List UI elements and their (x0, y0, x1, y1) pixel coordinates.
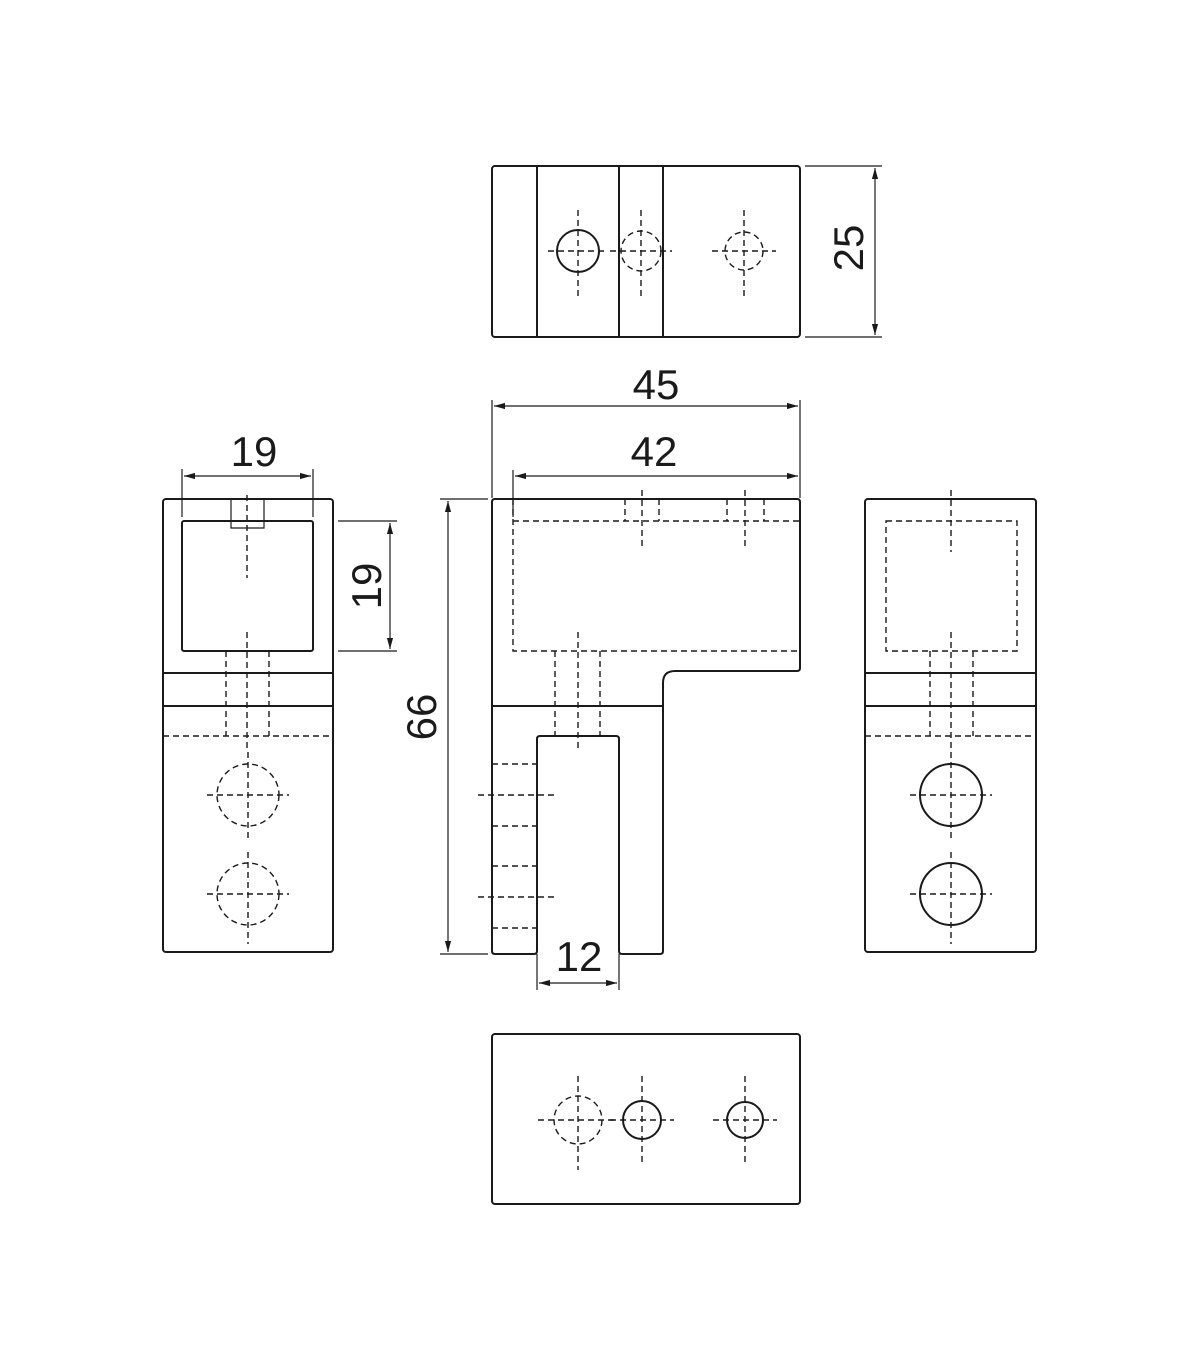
label-side-height: 19 (343, 563, 390, 610)
dimension-overall-height: 66 (398, 498, 488, 955)
dimension-top-height: 25 (805, 165, 882, 338)
bottom-view (491, 1033, 801, 1205)
label-side-width: 19 (231, 428, 278, 475)
label-top-height: 25 (825, 225, 872, 272)
right-side-view (864, 490, 1037, 953)
dimension-inner-width: 42 (512, 428, 798, 517)
dimension-side-width: 19 (181, 428, 314, 517)
top-view (491, 165, 801, 338)
dimension-slot-width: 12 (536, 933, 620, 990)
left-side-view (162, 495, 334, 953)
label-overall-height: 66 (398, 694, 445, 741)
dimension-side-height: 19 (338, 520, 397, 652)
label-slot-width: 12 (556, 933, 603, 980)
front-view (478, 490, 801, 955)
label-inner-width: 42 (631, 428, 678, 475)
label-overall-width: 45 (633, 361, 680, 408)
dimension-overall-width: 45 (491, 361, 801, 498)
